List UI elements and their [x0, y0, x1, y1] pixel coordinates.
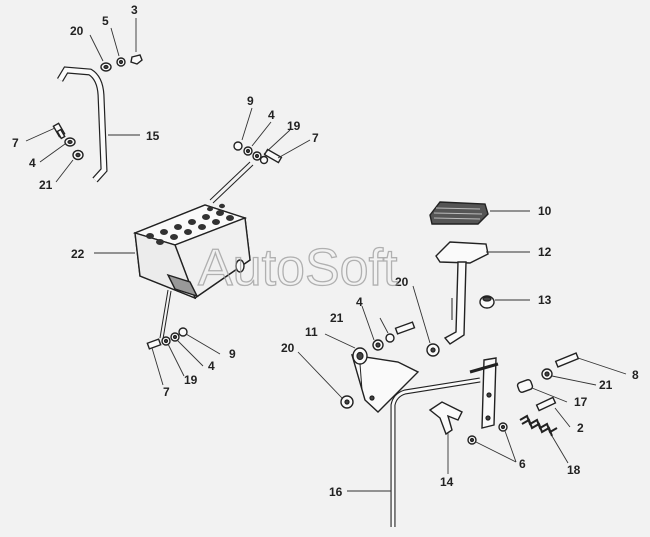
label-21: 21 [39, 178, 53, 192]
label-4: 4 [208, 359, 215, 373]
label-16: 16 [329, 485, 343, 499]
washer-20-mid [426, 343, 440, 357]
pedal-box-22 [132, 203, 251, 300]
label-21: 21 [330, 311, 344, 325]
label-9: 9 [229, 347, 236, 361]
label-20: 20 [281, 341, 295, 355]
bushing-17 [516, 379, 534, 393]
washers-6 [467, 422, 508, 445]
label-19: 19 [287, 119, 301, 133]
nut-3 [130, 54, 143, 65]
upper-hardware-group [233, 141, 283, 165]
bolt-2 [535, 396, 557, 412]
label-4: 4 [268, 108, 275, 122]
label-11: 11 [305, 325, 318, 339]
bolt-7-left [52, 122, 66, 140]
rod-15 [56, 66, 108, 183]
label-7: 7 [12, 136, 19, 150]
label-7: 7 [163, 385, 170, 399]
label-9: 9 [247, 94, 254, 108]
washer-4-left [64, 137, 76, 147]
watermark-logo: AutoSoft [198, 239, 398, 297]
label-10: 10 [538, 204, 552, 218]
label-20: 20 [70, 24, 84, 38]
label-22: 22 [71, 247, 85, 261]
label-14: 14 [440, 475, 454, 489]
washer-20-low [340, 395, 354, 409]
label-2: 2 [577, 421, 584, 435]
rod-16 [390, 377, 481, 527]
label-7: 7 [312, 131, 319, 145]
bracket-14 [428, 401, 463, 436]
label-4: 4 [356, 295, 363, 309]
label-19: 19 [184, 373, 198, 387]
label-3: 3 [131, 3, 138, 17]
label-15: 15 [146, 129, 160, 143]
spring-18 [519, 414, 558, 437]
label-4: 4 [29, 156, 36, 170]
label-12: 12 [538, 245, 552, 259]
cap-13 [479, 295, 495, 309]
leader-lines [25, 18, 627, 492]
label-18: 18 [567, 463, 581, 477]
bolt-center [372, 321, 416, 351]
bolt-8 [554, 352, 580, 368]
label-8: 8 [632, 368, 639, 382]
label-21: 21 [599, 378, 613, 392]
washer-5 [116, 57, 126, 67]
label-13: 13 [538, 293, 552, 307]
label-20: 20 [395, 275, 409, 289]
lower-hardware-group [146, 327, 188, 350]
lever-arm [469, 357, 499, 429]
label-17: 17 [574, 395, 588, 409]
washer-20-top [100, 62, 112, 72]
bracket-11 [351, 347, 420, 413]
nut-21-right [541, 368, 553, 380]
pedal-pad-10 [429, 201, 489, 225]
label-5: 5 [102, 14, 109, 28]
label-6: 6 [519, 457, 526, 471]
pedal-plate-12 [435, 241, 489, 345]
nut-21-left [72, 149, 84, 161]
